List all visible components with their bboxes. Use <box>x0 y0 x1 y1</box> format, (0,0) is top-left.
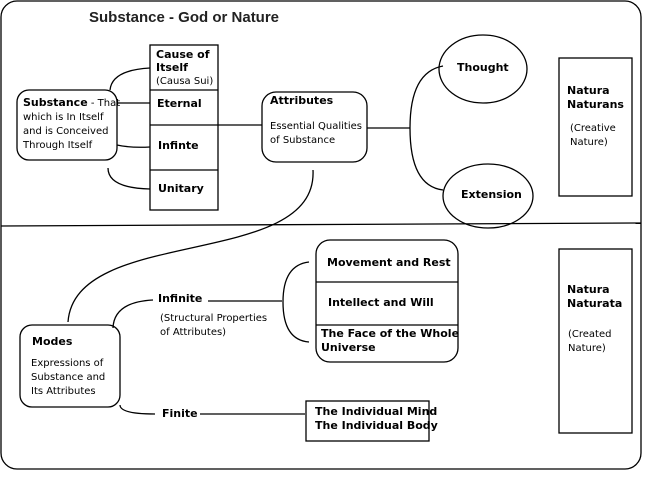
finite-items-box <box>305 400 430 442</box>
movement-and-rest-label: Movement and Rest <box>327 256 451 269</box>
infinite-modes-label: Infinite <box>158 292 203 305</box>
modes-desc-line: Expressions of <box>31 358 104 369</box>
connector-unitary <box>107 167 151 190</box>
connector-infinite-items <box>282 261 310 343</box>
attributes-node <box>261 91 368 163</box>
connector-thought <box>409 65 444 191</box>
infinite-modes-desc-line: of Attributes) <box>160 327 227 338</box>
natura-naturata-line: Natura <box>567 283 610 296</box>
substance-text: Substance - That which is In Itself and … <box>23 96 120 153</box>
page-title: Substance - God or Nature <box>89 9 280 26</box>
modes-desc: Expressions of Substance and Its Attribu… <box>31 357 105 399</box>
extension-node <box>442 163 534 229</box>
modes-desc-line: Its Attributes <box>31 386 96 397</box>
natura-naturata-box <box>558 248 633 434</box>
modes-label: Modes <box>32 335 73 348</box>
natura-naturata-desc: (Created Nature) <box>568 328 611 356</box>
natura-naturans-line: Natura <box>567 84 610 97</box>
cause-line: Cause of <box>156 48 210 61</box>
connector-cause <box>109 67 151 91</box>
attributes-desc: Essential Qualities of Substance <box>270 120 362 148</box>
attributes-label: Attributes <box>270 94 334 107</box>
connector-modes-finite <box>119 404 156 415</box>
natura-naturans-label: Natura Naturans <box>567 84 624 112</box>
cause-label: Cause of Itself <box>156 48 210 74</box>
thought-label: Thought <box>457 61 509 74</box>
substance-node <box>16 89 118 161</box>
infinite-label: Infinte <box>158 139 199 152</box>
natura-naturans-desc: (Creative Nature) <box>570 122 616 150</box>
unitary-label: Unitary <box>158 182 204 195</box>
natura-naturata-desc-line: Nature) <box>568 343 606 354</box>
natura-naturata-line: Naturata <box>567 297 623 310</box>
natura-naturans-line: Naturans <box>567 98 624 111</box>
natura-naturans-desc-line: Nature) <box>570 137 608 148</box>
connector-attributes-modes <box>67 169 314 323</box>
outer-frame <box>0 0 642 470</box>
cause-line: Itself <box>156 61 188 74</box>
individual-body-label: The Individual Body <box>315 419 438 432</box>
infinite-modes-desc: (Structural Properties of Attributes) <box>160 312 267 340</box>
properties-box <box>149 44 219 211</box>
modes-node <box>19 324 121 408</box>
section-divider <box>0 222 642 227</box>
natura-naturata-label: Natura Naturata <box>567 283 622 311</box>
extension-label: Extension <box>461 188 522 201</box>
attributes-desc-line: Essential Qualities <box>270 121 362 132</box>
attributes-desc-line: of Substance <box>270 135 336 146</box>
substance-desc-line: - That <box>87 98 121 109</box>
face-of-universe-line: The Face of the Whole <box>321 327 460 340</box>
natura-naturans-box <box>558 57 633 197</box>
infinite-modes-box <box>315 239 459 363</box>
thought-node <box>438 34 528 104</box>
eternal-label: Eternal <box>157 97 202 110</box>
intellect-and-will-label: Intellect and Will <box>328 296 434 309</box>
individual-mind-label: The Individual Mind <box>315 405 438 418</box>
substance-desc-line: Through Itself <box>23 140 93 151</box>
infinite-modes-desc-line: (Structural Properties <box>160 313 268 324</box>
connector-modes-infinite <box>112 299 154 329</box>
connector-infinite <box>116 144 151 148</box>
substance-label: Substance <box>23 96 88 109</box>
finite-modes-label: Finite <box>162 407 198 420</box>
causa-sui-label: (Causa Sui) <box>156 76 214 87</box>
modes-desc-line: Substance and <box>31 372 106 383</box>
face-of-universe-line: Universe <box>321 341 376 354</box>
substance-desc-line: which is In Itself <box>23 112 104 123</box>
natura-naturans-desc-line: (Creative <box>570 123 616 134</box>
substance-desc-line: and is Conceived <box>23 126 109 137</box>
natura-naturata-desc-line: (Created <box>568 329 612 340</box>
face-of-universe-label: The Face of the Whole Universe <box>321 327 459 355</box>
finite-items: The Individual Mind The Individual Body <box>315 405 438 433</box>
